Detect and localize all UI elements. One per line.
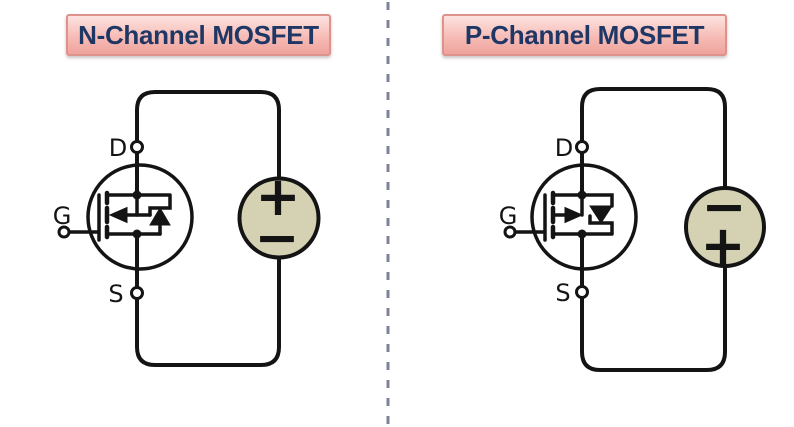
p-drain-stub [551,193,614,208]
n-drain-label: D [109,134,127,162]
n-channel-title-text: N-Channel MOSFET [78,19,319,50]
n-drain-terminal [130,140,144,154]
n-body-arrow-icon [108,206,128,224]
p-source-terminal [575,285,589,299]
p-battery-plus-sign: + [700,214,745,277]
p-mosfet-symbol [513,163,638,271]
p-gate-label: G [499,202,518,230]
p-gate-terminal [503,225,517,239]
n-battery-minus-sign: − [254,206,299,269]
p-loop-bottom-wire [580,232,727,372]
p-source-label: S [555,279,570,307]
p-diode-cathode-bar [588,214,614,235]
p-mosfet-circle [530,163,638,271]
n-source-terminal [130,286,144,300]
n-channel-circuit: + − [53,90,321,367]
p-voltage-source [684,186,766,268]
p-channel-circuit: − + D [499,87,766,372]
n-voltage-source [237,176,321,260]
n-mosfet-symbol [67,163,194,271]
p-loop-top-wire [580,87,727,197]
n-mosfet-circle [86,163,194,271]
p-source-junction-dot [577,229,587,239]
n-source-label: S [108,280,123,308]
p-channel-title: P-Channel MOSFET [442,14,727,56]
n-battery-plus-sign: + [255,165,300,228]
n-loop-top-wire [135,90,281,197]
p-body-diode-icon [589,205,613,224]
n-gate-label: G [53,202,72,230]
p-drain-junction-dot [577,190,587,200]
p-battery-minus-sign: − [701,175,746,238]
p-drain-terminal [575,140,589,154]
p-body-arrow-icon [564,206,584,224]
n-drain-junction-dot [132,190,142,200]
p-drain-label: D [555,134,573,162]
n-source-junction-dot [132,229,142,239]
n-gate-terminal [57,225,71,239]
p-channel-title-text: P-Channel MOSFET [464,19,705,50]
n-loop-bottom-wire [135,232,281,367]
n-body-diode-icon [149,207,171,226]
n-channel-title: N-Channel MOSFET [66,14,331,56]
